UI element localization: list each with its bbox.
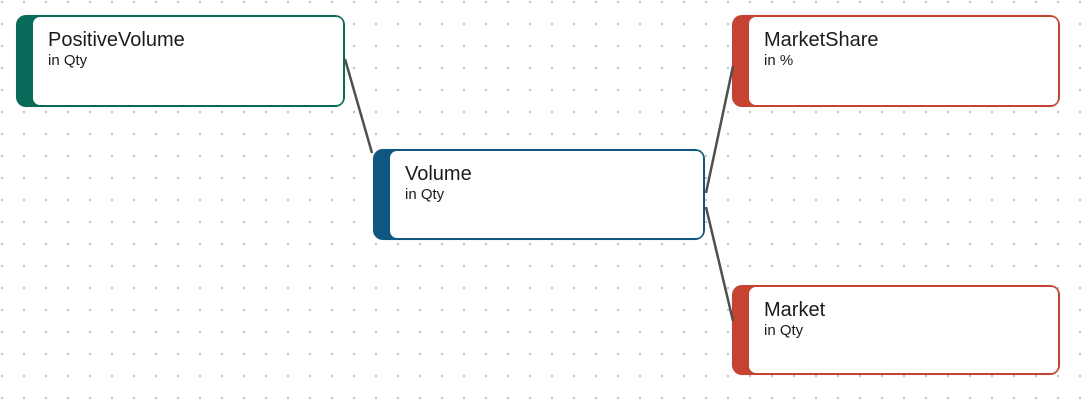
node-volume[interactable]: Volume in Qty [373, 149, 705, 240]
node-positive-volume-body: PositiveVolume in Qty [33, 17, 343, 105]
edge-positivevolume-volume [343, 58, 374, 154]
node-unit: in % [764, 52, 794, 69]
node-unit: in Qty [764, 322, 804, 339]
node-market-share-body: MarketShare in % [749, 17, 1058, 105]
node-unit: in Qty [405, 186, 445, 203]
node-market[interactable]: Market in Qty [732, 285, 1060, 375]
edge-volume-marketshare [704, 65, 735, 194]
node-positive-volume[interactable]: PositiveVolume in Qty [16, 15, 345, 107]
node-title: Market [764, 299, 826, 321]
node-unit: in Qty [48, 52, 88, 69]
node-title: Volume [405, 163, 472, 185]
node-title: PositiveVolume [48, 29, 185, 51]
node-volume-body: Volume in Qty [390, 151, 703, 238]
node-market-share[interactable]: MarketShare in % [732, 15, 1060, 107]
edge-volume-market [704, 206, 735, 322]
node-market-body: Market in Qty [749, 287, 1058, 373]
node-title: MarketShare [764, 29, 879, 51]
